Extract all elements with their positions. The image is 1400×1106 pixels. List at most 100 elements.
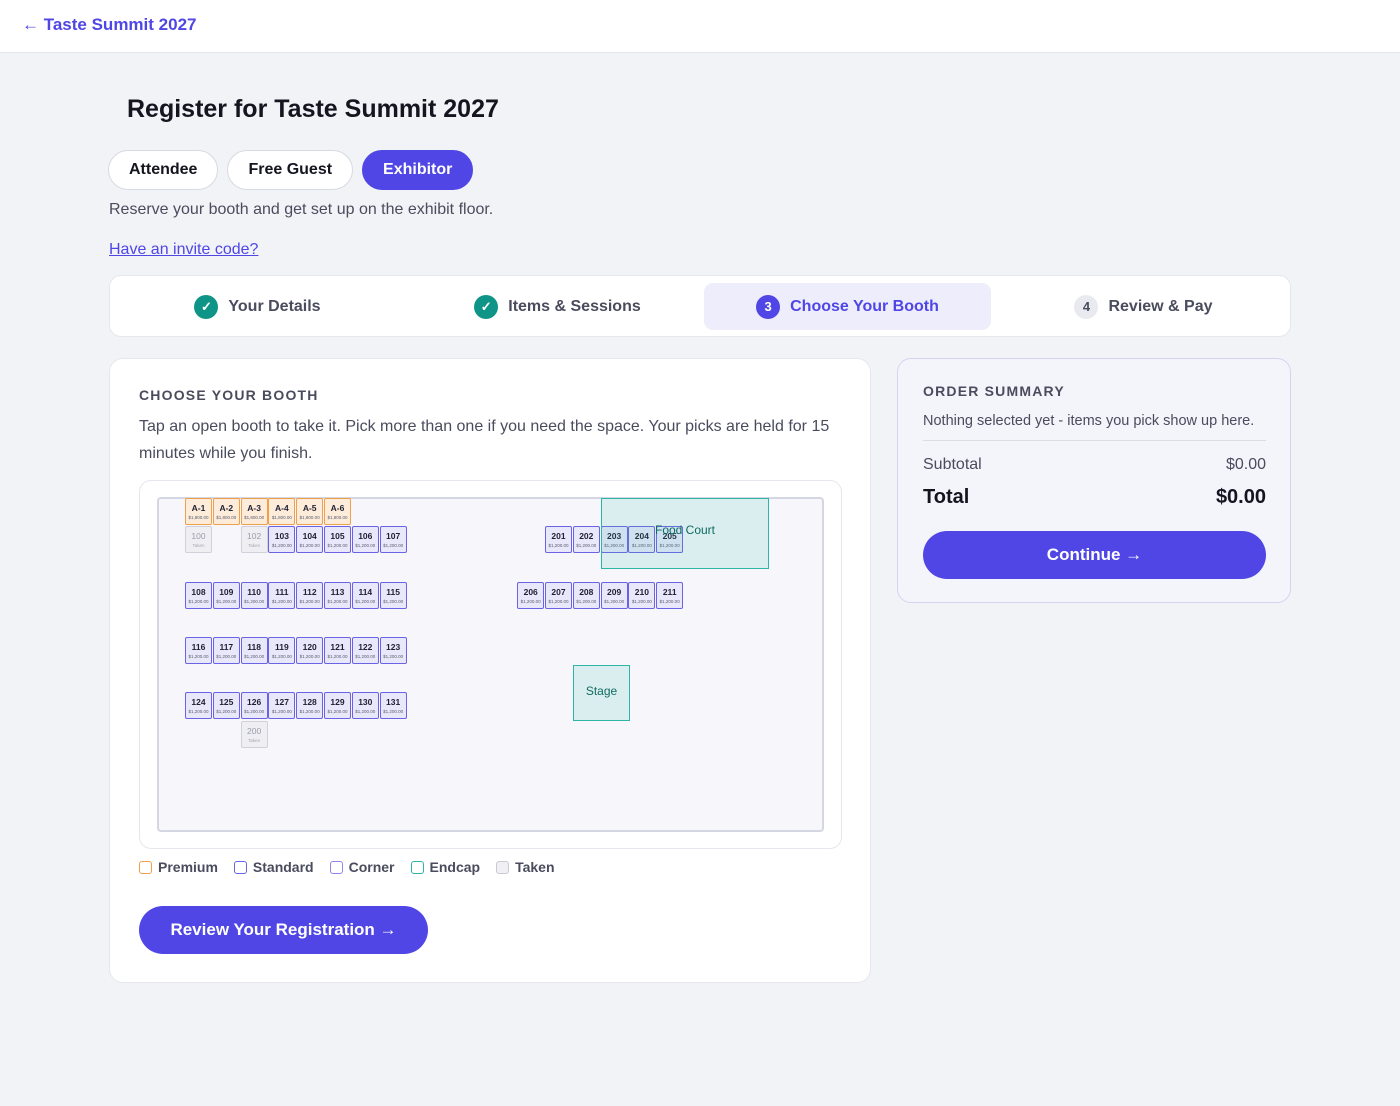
- booth-111[interactable]: 111$1,200.00: [268, 582, 296, 609]
- total-value: $0.00: [1215, 486, 1266, 508]
- booth-price: $1,200.00: [244, 709, 265, 714]
- booth-a-2[interactable]: A-2$1,800.00: [212, 498, 240, 525]
- booth-110[interactable]: 110$1,200.00: [240, 582, 268, 609]
- booth-a-5[interactable]: A-5$1,800.00: [296, 498, 324, 525]
- booth-114[interactable]: 114$1,200.00: [351, 582, 379, 609]
- booth-120[interactable]: 120 $1,200.00: [296, 637, 324, 664]
- booth-207[interactable]: 207$1,200.00: [545, 582, 572, 609]
- booth-number: 204: [634, 531, 649, 541]
- booth-208[interactable]: 208$1,200.00: [572, 582, 600, 609]
- step-your-details[interactable]: ✓ Your Details: [110, 283, 405, 330]
- booth-106[interactable]: 106 $1,200.00: [351, 526, 379, 553]
- booth-122[interactable]: 122$1,200.00: [351, 637, 379, 664]
- booth-number: 123: [386, 642, 401, 652]
- booth-123[interactable]: 123$1,200.00: [379, 637, 407, 664]
- booth-number: 201: [551, 531, 566, 541]
- booth-number: 125: [219, 697, 234, 707]
- booth-price: $1,200.00: [271, 543, 292, 548]
- booth-price: $1,200.00: [604, 543, 625, 548]
- order-summary-empty-text: Nothing selected yet - items you pick sh…: [923, 413, 1255, 429]
- booth-price: $1,800.00: [244, 515, 265, 520]
- booth-103[interactable]: 103$1,200.00: [268, 526, 296, 553]
- booth-price: $1,200.00: [355, 543, 376, 548]
- booth-price: $1,200.00: [188, 599, 209, 604]
- booth-number: 115: [386, 587, 400, 597]
- tab-attendee[interactable]: Attendee: [108, 150, 219, 190]
- invite-code-link[interactable]: Have an invite code?: [109, 241, 259, 258]
- booth-211[interactable]: 211$1,200.00: [656, 582, 684, 609]
- booth-126[interactable]: 126 $1,200.00: [240, 692, 268, 719]
- booth-a-3[interactable]: A-3$1,800.00: [240, 498, 268, 525]
- booth-price: $1,200.00: [548, 599, 569, 604]
- booth-118[interactable]: 118$1,200.00: [240, 637, 268, 664]
- booth-number: 130: [358, 697, 373, 707]
- booth-number: 113: [330, 587, 345, 597]
- step-choose-booth[interactable]: 3 Choose Your Booth: [704, 283, 991, 330]
- booth-121[interactable]: 121$1,200.00: [324, 637, 351, 664]
- booth-number: 106: [358, 531, 373, 541]
- booth-price: $1,200.00: [271, 709, 292, 714]
- booth-202[interactable]: 202$1,200.00: [572, 526, 600, 553]
- booth-price: $1,200.00: [631, 599, 652, 604]
- booth-130[interactable]: 130$1,200.00: [351, 692, 379, 719]
- check-icon: ✓: [474, 294, 499, 319]
- continue-button[interactable]: Continue →: [923, 531, 1266, 579]
- booth-210[interactable]: 210$1,200.00: [628, 582, 656, 609]
- tab-exhibitor[interactable]: Exhibitor: [362, 150, 474, 190]
- booth-price: $1,200.00: [299, 709, 320, 714]
- booth-127[interactable]: 127$1,200.00: [268, 692, 296, 719]
- booth-112[interactable]: 112$1,200.00: [296, 582, 324, 609]
- standard-swatch-icon: [233, 860, 247, 874]
- booth-section-heading: CHOOSE YOUR BOOTH: [139, 387, 319, 403]
- booth-105[interactable]: 105$1,200.00: [324, 526, 351, 553]
- step-review-pay[interactable]: 4 Review & Pay: [996, 283, 1291, 330]
- zone-label: Food Court: [654, 523, 716, 537]
- booth-209[interactable]: 209$1,200.00: [600, 582, 628, 609]
- review-registration-button[interactable]: Review Your Registration →: [139, 906, 428, 954]
- booth-a-6[interactable]: A-6$1,800.00: [324, 498, 351, 525]
- booth-201[interactable]: 201$1,200.00: [545, 526, 572, 553]
- booth-119[interactable]: 119$1,200.00: [268, 637, 296, 664]
- step-items-sessions[interactable]: ✓ Items & Sessions: [410, 283, 705, 330]
- booth-price: $1,200.00: [355, 654, 376, 659]
- registration-type-tabs: Attendee Free Guest Exhibitor: [108, 150, 474, 190]
- booth-108[interactable]: 108$1,200.00: [185, 582, 212, 609]
- booth-125[interactable]: 125$1,200.00: [212, 692, 240, 719]
- booth-117[interactable]: 117$1,200.00: [212, 637, 240, 664]
- booth-129[interactable]: 129$1,200.00: [324, 692, 351, 719]
- booth-number: 211: [662, 587, 677, 597]
- booth-107[interactable]: 107$1,200.00: [379, 526, 407, 553]
- tab-free-guest[interactable]: Free Guest: [227, 150, 354, 190]
- booth-price: $1,200.00: [604, 599, 625, 604]
- booth-131[interactable]: 131$1,200.00: [379, 692, 407, 719]
- booth-104[interactable]: 104$1,200.00: [296, 526, 324, 553]
- legend-premium: Premium: [139, 859, 218, 875]
- legend-corner: Corner: [329, 859, 395, 875]
- booth-number: 120: [302, 642, 317, 652]
- booth-number: 126: [247, 697, 262, 707]
- booth-128[interactable]: 128$1,200.00: [296, 692, 324, 719]
- booth-number: A-5: [302, 503, 317, 513]
- back-link[interactable]: ← Taste Summit 2027: [22, 15, 197, 34]
- booth-selection-card: CHOOSE YOUR BOOTH Tap an open booth to t…: [109, 358, 871, 983]
- booth-109[interactable]: 109$1,200.00: [212, 582, 240, 609]
- booth-205[interactable]: 205$1,200.00: [656, 526, 684, 553]
- divider: [923, 440, 1266, 441]
- booth-113[interactable]: 113$1,200.00: [324, 582, 351, 609]
- booth-number: 118: [247, 642, 261, 652]
- booth-a-4[interactable]: A-4$1,800.00: [268, 498, 296, 525]
- booth-a-1[interactable]: A-1$1,800.00: [185, 498, 212, 525]
- booth-price: $1,200.00: [299, 654, 320, 659]
- check-icon: ✓: [194, 294, 219, 319]
- booth-204[interactable]: 204$1,200.00: [628, 526, 656, 553]
- booth-116[interactable]: 116$1,200.00: [185, 637, 212, 664]
- booth-price: $1,200.00: [216, 654, 237, 659]
- booth-115[interactable]: 115$1,200.00: [379, 582, 407, 609]
- registration-stepper: ✓ Your Details ✓ Items & Sessions 3 Choo…: [109, 275, 1291, 337]
- booth-number: A-4: [275, 503, 289, 513]
- booth-203[interactable]: 203$1,200.00: [600, 526, 628, 553]
- booth-number: 107: [386, 531, 401, 541]
- booth-206[interactable]: 206$1,200.00: [517, 582, 545, 609]
- booth-124[interactable]: 124$1,200.00: [185, 692, 212, 719]
